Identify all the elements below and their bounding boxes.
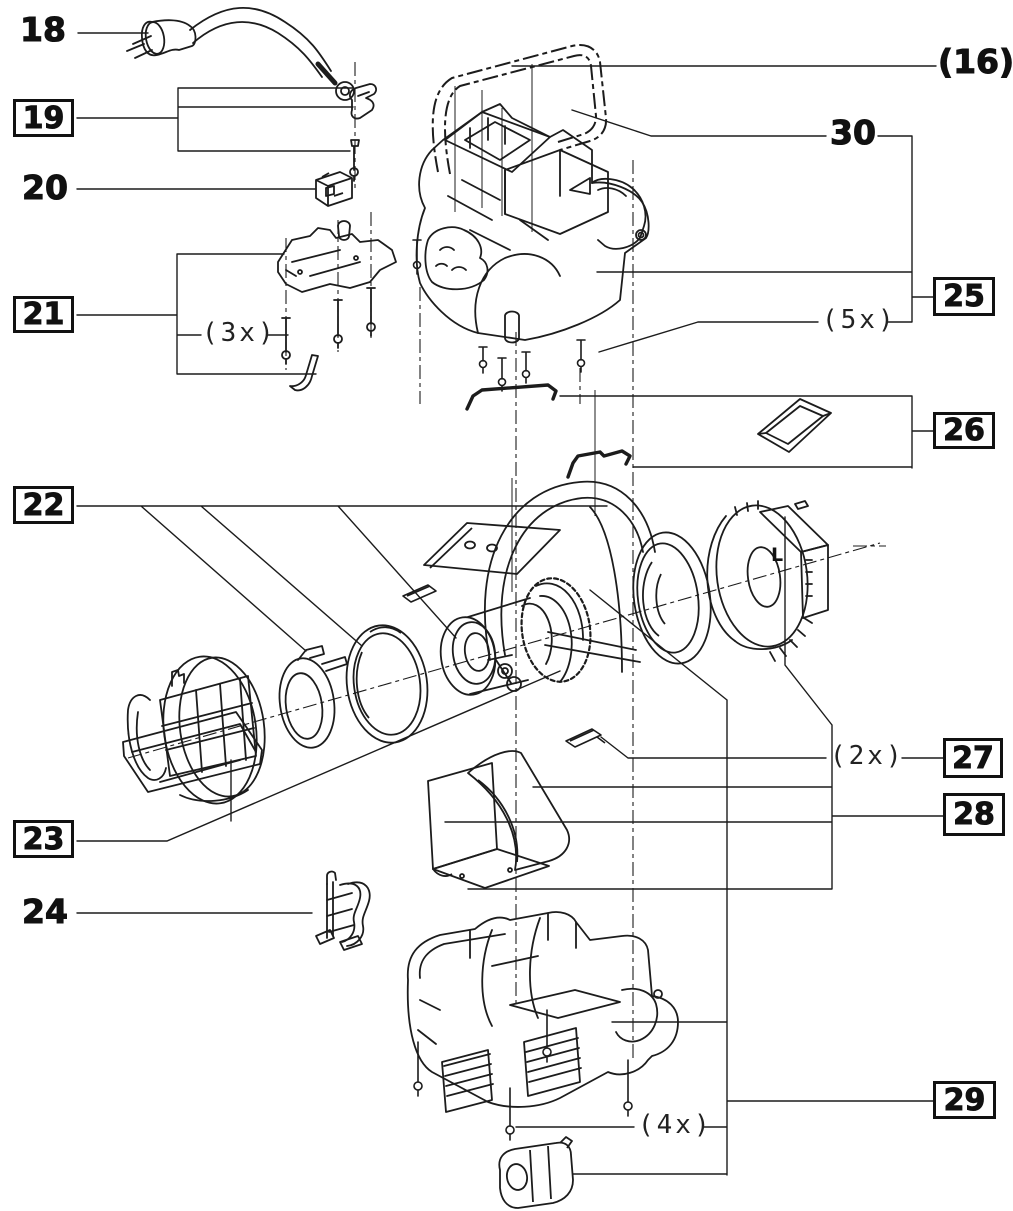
- suppressor-strips-drawing: [402, 584, 606, 748]
- lower-housing-screws-4x-drawing: [413, 1009, 633, 1141]
- callout-21: 21: [13, 296, 74, 333]
- cord-hook-drawing: [349, 83, 377, 182]
- callout-24: 24: [21, 891, 68, 931]
- callout-20: 20: [21, 167, 68, 207]
- callout-18: 18: [19, 9, 66, 49]
- motor-gasket-ring-drawing: [345, 624, 429, 744]
- housing-screws-5x-drawing: [412, 239, 586, 392]
- callout-26: 26: [933, 412, 995, 449]
- leader-22: [76, 505, 608, 652]
- bearing-block-drawing: [498, 1136, 574, 1209]
- blower-l-marking: L: [771, 544, 784, 566]
- leader-21: [76, 253, 317, 375]
- wire-clips-drawing: [465, 383, 632, 479]
- leader-30-25: [571, 109, 934, 353]
- upper-housing-drawing: [415, 103, 650, 344]
- callout-29: 29: [933, 1081, 996, 1119]
- support-bracket-drawing: [315, 870, 371, 951]
- callout-27: 27: [943, 738, 1003, 778]
- leader-28: [444, 516, 944, 890]
- seal-frame-drawing: [757, 398, 832, 453]
- quantity-4x: (4x): [638, 1110, 713, 1140]
- motor-top-plate-drawing: [423, 522, 561, 575]
- fan-cover-drawing: [483, 480, 656, 673]
- blower-housing-drawing: [706, 500, 829, 662]
- callout-22: 22: [13, 486, 74, 524]
- leader-19: [76, 87, 354, 152]
- callout-25: 25: [933, 277, 995, 316]
- leader-29: [515, 589, 934, 1176]
- callout-19: 19: [13, 99, 74, 137]
- felt-filters-drawing: [427, 750, 571, 889]
- leader-23: [76, 670, 561, 842]
- switch-drawing: [315, 171, 353, 207]
- callout-16: (16): [937, 41, 1013, 81]
- quantity-2x: (2x): [830, 741, 905, 771]
- power-cord-drawing: [126, 6, 355, 101]
- lower-housing-drawing: [406, 911, 679, 1113]
- quantity-3x: (3x): [202, 318, 277, 348]
- callout-23: 23: [13, 820, 74, 858]
- leader-lines: [76, 32, 944, 1176]
- diffuser-ring-drawing: [632, 531, 712, 665]
- motor-endcap-drawing: [122, 655, 266, 805]
- callout-28: 28: [943, 793, 1005, 836]
- clamp-ring-drawing: [278, 645, 348, 749]
- motor-drawing: [439, 577, 592, 696]
- carry-handle-drawing: [431, 44, 608, 175]
- leader-26: [559, 395, 934, 469]
- switch-mount-drawing: [277, 220, 397, 392]
- callout-30: 30: [829, 112, 876, 152]
- quantity-5x: (5x): [822, 305, 897, 335]
